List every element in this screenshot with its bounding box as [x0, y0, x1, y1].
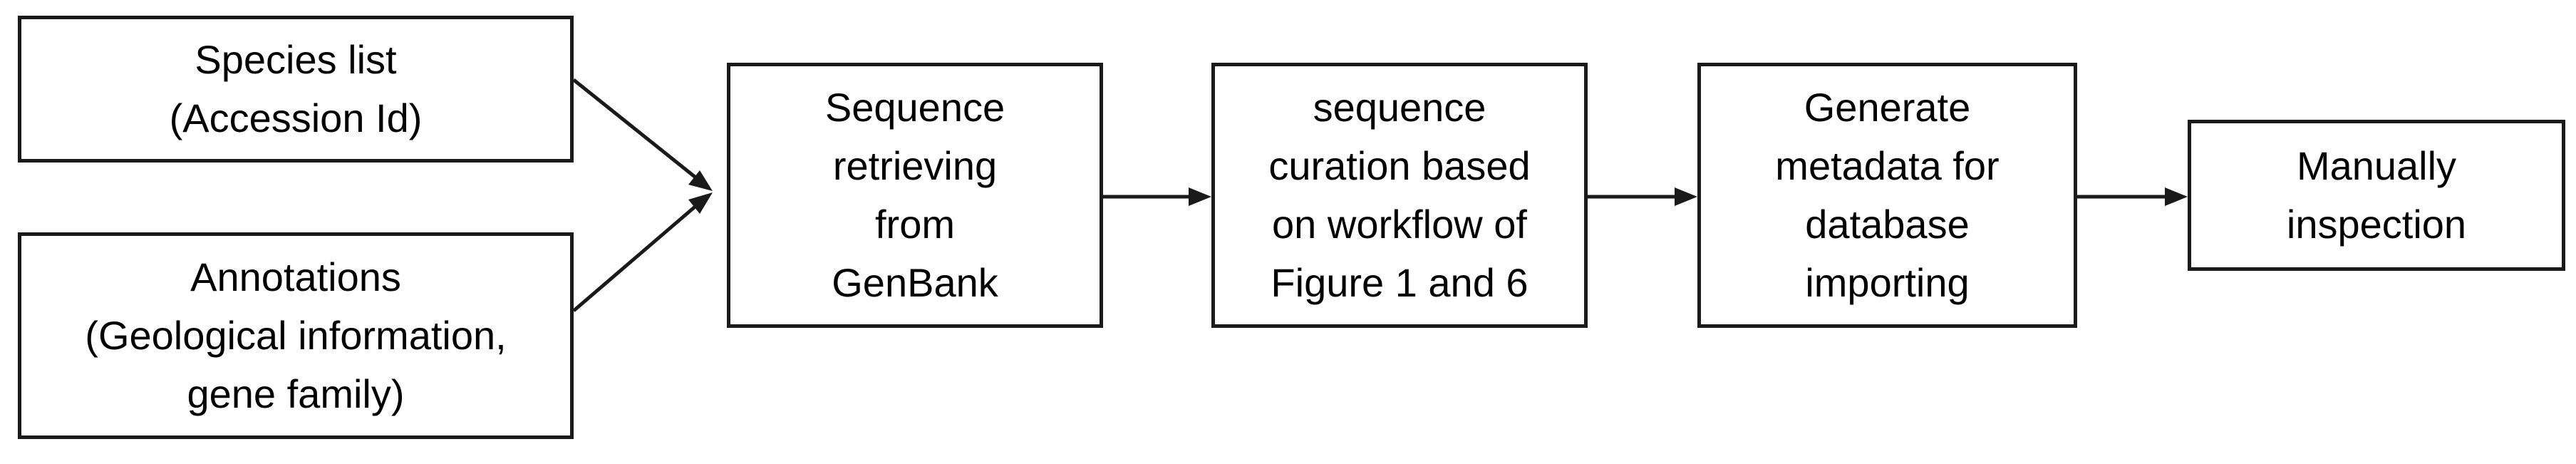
inspection-line-1: Manually: [2296, 143, 2457, 188]
retrieving-line-2: retrieving: [832, 143, 998, 188]
arrowhead-retrieve-to-curation: [1189, 187, 1211, 206]
curation-line-3: on workflow of: [1272, 202, 1527, 247]
retrieving-line-1: Sequence: [824, 85, 1005, 130]
inspection-line-2: inspection: [2286, 202, 2467, 247]
sequence-curation-box: sequence curation based on workflow of F…: [1211, 63, 1588, 328]
retrieving-line-3: from: [875, 202, 955, 247]
manual-inspection-box: Manually inspection: [2188, 120, 2565, 271]
annotations-line-1: Annotations: [190, 254, 401, 299]
curation-line-1: sequence: [1313, 85, 1486, 130]
metadata-line-1: Generate: [1804, 85, 1971, 130]
arrowhead-curation-to-metadata: [1675, 187, 1697, 206]
arrowhead-annotations-to-retrieve: [688, 192, 713, 214]
retrieving-line-4: GenBank: [832, 260, 998, 305]
curation-line-2: curation based: [1268, 143, 1531, 188]
sequence-retrieving-box: Sequence retrieving from GenBank: [727, 63, 1103, 328]
annotations-line-3: gene family): [187, 371, 405, 416]
annotations-line-2: (Geological information,: [85, 313, 507, 358]
metadata-line-3: database: [1805, 202, 1970, 247]
arrow-annotations-to-retrieve: [572, 202, 700, 312]
arrow-species-to-retrieve: [572, 78, 700, 181]
generate-metadata-box: Generate metadata for database importing: [1697, 63, 2077, 328]
species-list-box: Species list (Accession Id): [18, 16, 574, 163]
arrowhead-species-to-retrieve: [688, 170, 713, 191]
metadata-line-2: metadata for: [1775, 143, 2000, 188]
arrowhead-metadata-to-inspect: [2165, 187, 2188, 206]
annotations-box: Annotations (Geological information, gen…: [18, 232, 574, 439]
metadata-line-4: importing: [1805, 260, 1970, 305]
species-list-line-2: (Accession Id): [169, 96, 423, 140]
curation-line-4: Figure 1 and 6: [1271, 260, 1528, 305]
species-list-line-1: Species list: [195, 37, 397, 82]
